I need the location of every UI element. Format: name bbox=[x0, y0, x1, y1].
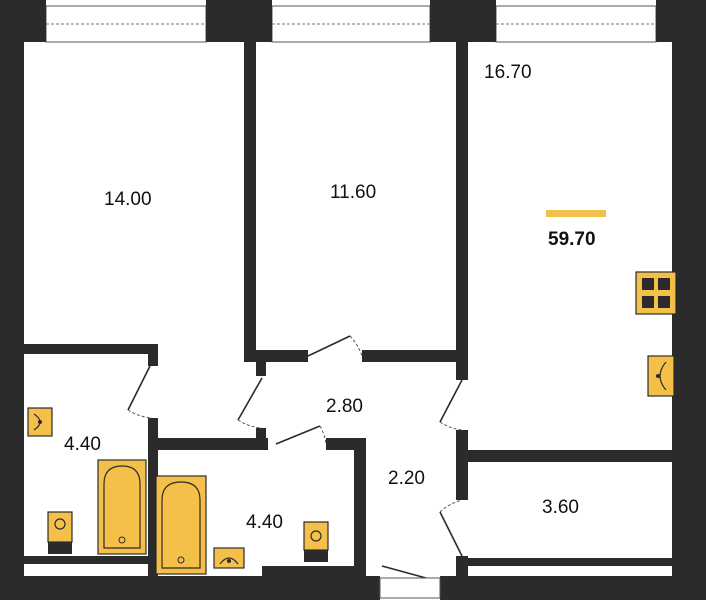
windows bbox=[45, 5, 657, 43]
door-swing-icon bbox=[379, 565, 441, 599]
room-area-bedroom-left: 14.00 bbox=[104, 189, 152, 210]
door-swing-icon bbox=[439, 379, 463, 431]
bathtub-icon bbox=[97, 459, 147, 555]
door-swing-icon bbox=[439, 499, 463, 557]
sink-icon bbox=[27, 407, 53, 437]
total-area-label: 59.70 bbox=[548, 229, 596, 250]
room-area-living-kitchen: 16.70 bbox=[484, 62, 532, 83]
total-area-accent-bar bbox=[546, 210, 606, 217]
sink-icon bbox=[213, 547, 245, 569]
room-area-bedroom-middle: 11.60 bbox=[330, 182, 376, 203]
bathtub-icon bbox=[155, 475, 207, 575]
room-area-bathroom-left: 4.40 bbox=[64, 434, 101, 455]
window-icon bbox=[495, 5, 657, 43]
sink-icon bbox=[647, 355, 675, 397]
window-icon bbox=[271, 5, 431, 43]
window-icon bbox=[45, 5, 207, 43]
room-area-bathroom-middle: 4.40 bbox=[246, 512, 283, 533]
stove-icon bbox=[635, 271, 677, 315]
toilet-icon bbox=[47, 511, 73, 554]
door-swing-icon bbox=[237, 377, 263, 429]
room-area-corridor: 2.20 bbox=[388, 468, 425, 489]
doors bbox=[127, 335, 463, 599]
door-swing-icon bbox=[307, 335, 363, 357]
door-swing-icon bbox=[127, 365, 153, 419]
room-area-hall: 2.80 bbox=[326, 396, 363, 417]
toilet-icon bbox=[303, 521, 329, 562]
room-area-storage: 3.60 bbox=[542, 497, 579, 518]
door-swing-icon bbox=[275, 425, 327, 445]
